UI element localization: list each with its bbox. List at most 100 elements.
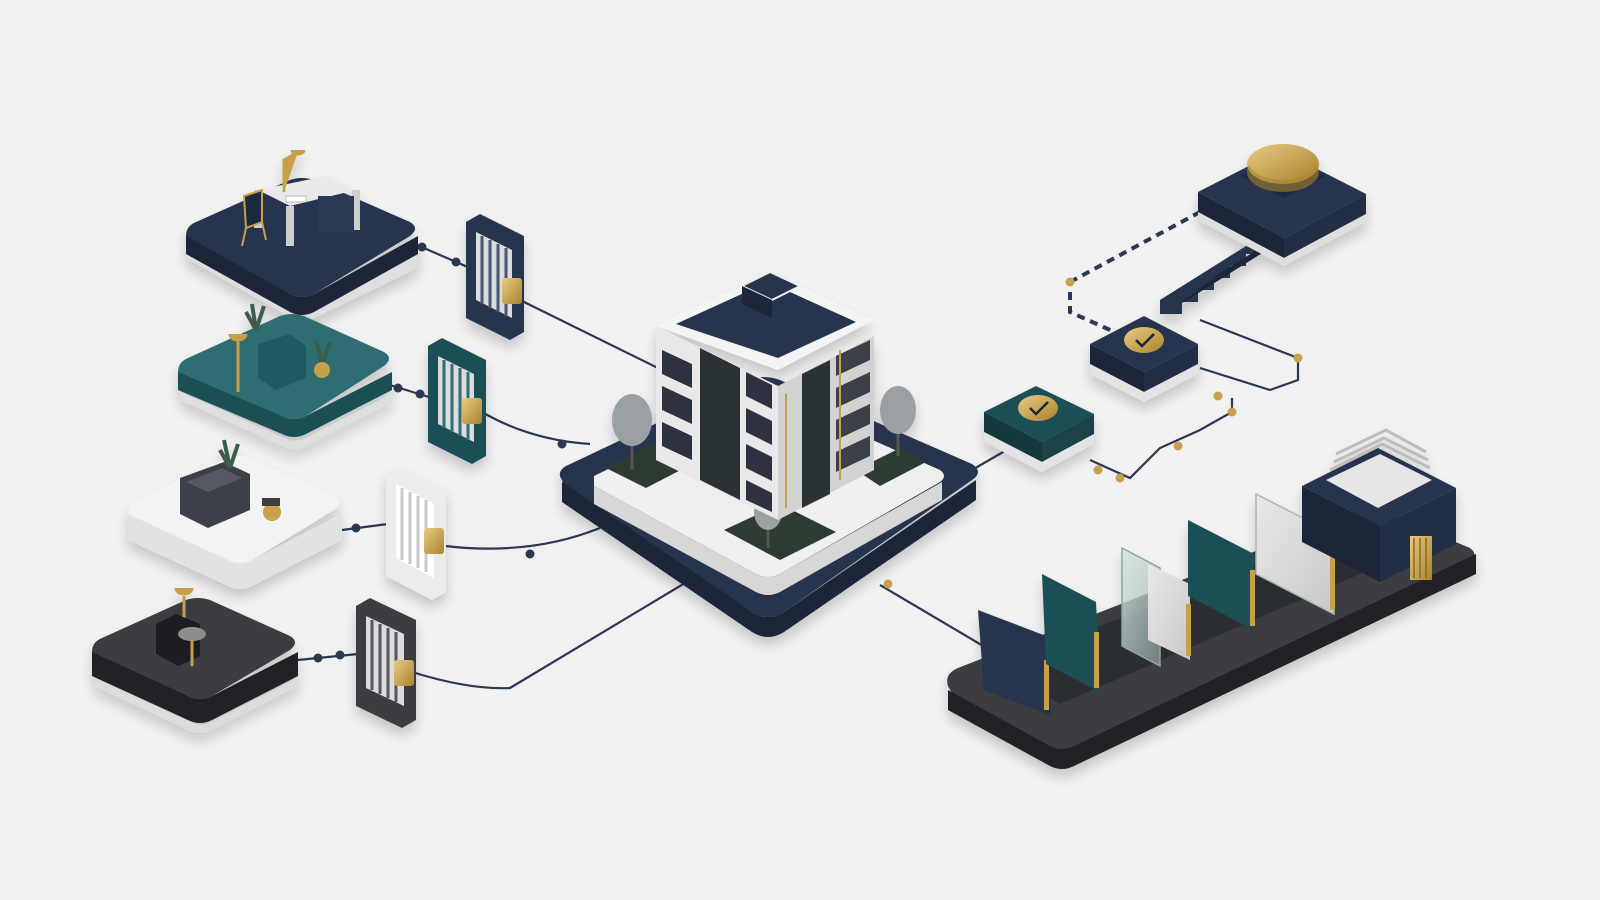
- windows-left: [662, 350, 772, 512]
- connector-dot: [525, 549, 535, 559]
- connector-dot: [335, 650, 345, 660]
- plant-icon: [244, 303, 266, 331]
- roof-box-side: [742, 286, 772, 318]
- building-right-dark: [802, 360, 830, 508]
- gate-bars: [370, 620, 398, 702]
- lock-icon: [462, 398, 482, 424]
- connector-dot: [351, 523, 361, 533]
- central-building: [559, 270, 978, 637]
- building-dark-column: [700, 348, 740, 500]
- checkpoint-base: [1090, 364, 1198, 402]
- connector-dot: [1213, 391, 1223, 401]
- checkpoint-right: [1042, 414, 1094, 462]
- platform-base: [94, 678, 298, 733]
- connector-white-room-to-gate: [341, 522, 389, 532]
- tree-icon: [612, 394, 652, 470]
- stacked-samples: [1329, 428, 1431, 472]
- charcoal-gate: [356, 598, 416, 728]
- platform-base: [180, 392, 392, 449]
- platform-edge: [92, 652, 298, 723]
- connector-dot: [1115, 473, 1125, 483]
- connector-charcoal-gate-to-building: [411, 579, 691, 690]
- gate-bars: [400, 488, 428, 572]
- dark-reading-room: [92, 587, 298, 733]
- connector-gate-to-building-1: [519, 299, 663, 371]
- connector-dot: [415, 389, 425, 399]
- plant-icon: [218, 439, 240, 469]
- base-navy-edge: [562, 480, 976, 637]
- laptop: [285, 195, 307, 203]
- summit-platform: [1160, 144, 1366, 314]
- summit-right: [1284, 194, 1366, 258]
- side-table: [263, 503, 281, 521]
- gold-disc-icon: [1018, 395, 1058, 421]
- check-icon: [1135, 333, 1155, 348]
- garden-right: [856, 448, 926, 486]
- connector-dashed-to-summit: [1068, 292, 1129, 340]
- roof-inset: [676, 282, 856, 358]
- gate-bars: [442, 360, 470, 440]
- summit-left: [1198, 192, 1284, 258]
- connector-dots: [313, 242, 1303, 663]
- material-samples-tray: [947, 428, 1476, 769]
- gold-disc-face: [1249, 144, 1317, 180]
- chair-icon: [156, 614, 200, 666]
- side-table: [314, 362, 330, 378]
- side-table-top: [262, 498, 280, 506]
- lamp-icon: [228, 333, 248, 392]
- chair-icon: [241, 188, 267, 247]
- checkpoint-base: [984, 432, 1094, 472]
- connector-dot: [1093, 465, 1103, 475]
- teal-lounge-room: [178, 303, 392, 449]
- gold-disc-icon: [1124, 327, 1164, 353]
- white-living-room: [128, 439, 342, 589]
- checkpoint-left: [984, 412, 1042, 462]
- connector-dashed-upper: [1069, 210, 1201, 284]
- lock-icon: [502, 278, 522, 304]
- connector-checkpoint-to-summit: [1199, 318, 1300, 392]
- white-gate: [386, 466, 446, 600]
- sample-panel-navy: [978, 610, 1052, 716]
- connector-dot: [313, 653, 323, 663]
- platform-edge: [186, 236, 418, 315]
- stairs-steps: [1181, 247, 1263, 303]
- garden-front: [724, 504, 836, 560]
- navy-checkpoint: [1090, 316, 1198, 402]
- navy-gate: [466, 214, 524, 340]
- lamp-icon: [282, 149, 306, 192]
- connector-dark-room-to-gate: [297, 652, 359, 662]
- desk-drawer: [318, 196, 354, 232]
- lock-icon: [394, 660, 414, 686]
- teal-gate: [428, 338, 486, 464]
- balconies-right: [836, 340, 870, 472]
- check-icon: [1029, 401, 1049, 416]
- base-white-edge: [594, 482, 942, 595]
- teal-checkpoint: [984, 386, 1094, 472]
- plant-icon: [314, 339, 332, 365]
- sofa-cushion: [186, 468, 242, 492]
- gold-accents: [785, 350, 841, 508]
- sample-panel-marble: [1148, 564, 1191, 660]
- gate-bars: [480, 236, 508, 316]
- connector-dot: [451, 257, 461, 267]
- sofa-icon: [258, 334, 306, 390]
- sample-panel-teal: [1042, 574, 1100, 692]
- summit-base: [1198, 212, 1366, 266]
- stairs-icon: [1160, 236, 1262, 314]
- platform-edge: [128, 514, 342, 589]
- connector-dot: [1227, 407, 1237, 417]
- connector-dot: [1173, 441, 1183, 451]
- connector-dot: [393, 383, 403, 393]
- connector-dot: [557, 439, 567, 449]
- checkpoint-right: [1144, 344, 1198, 392]
- tree-icon: [880, 386, 916, 456]
- office-room: [186, 149, 418, 324]
- round-table: [178, 627, 206, 641]
- sample-box: [1302, 428, 1456, 582]
- connector-dot: [1065, 277, 1075, 287]
- checkpoint-left: [1090, 344, 1144, 392]
- platform-edge: [178, 372, 392, 437]
- sample-panel-teal-2: [1188, 520, 1255, 630]
- connector-dot: [417, 242, 427, 252]
